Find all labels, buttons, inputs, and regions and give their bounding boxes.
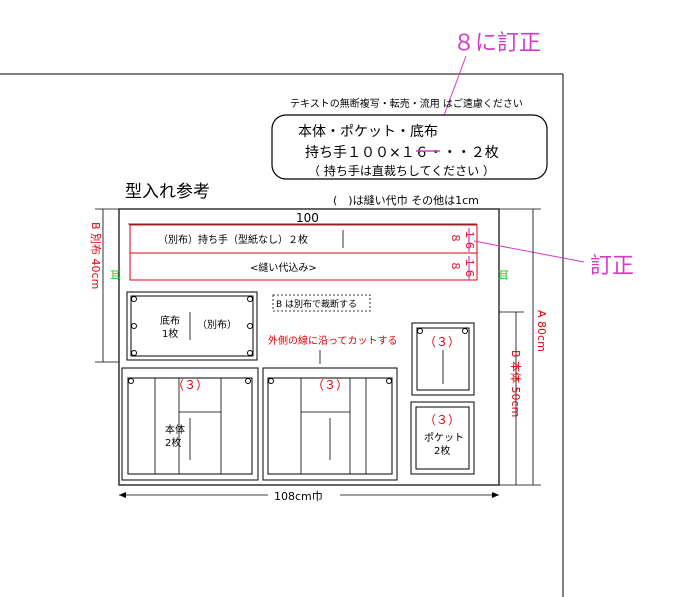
bottom-piece-note: （別布） — [197, 319, 237, 331]
strap-top-label: （別布）持ち手（型紙なし）２枚 — [158, 233, 308, 246]
svg-text:８: ８ — [449, 261, 462, 272]
info-line2: 持ち手１００×１６・・・２枚 — [305, 145, 499, 161]
fabric-outline — [118, 208, 500, 486]
grain-mark-right: 耳 — [498, 269, 509, 282]
cut-note: 外側の線に沿ってカットする — [268, 334, 398, 347]
body-piece-2-outer — [262, 367, 398, 481]
dim-b-label: B 別布 40cm — [89, 222, 102, 289]
diagram-title: 型入れ参考 — [125, 182, 210, 202]
grain-mark-left: 耳 — [110, 269, 121, 282]
body-piece-1-inner — [127, 377, 253, 475]
dim-body-label: B 本体 50cm — [509, 350, 523, 417]
dim-100-label: 100 — [296, 211, 319, 225]
annotation-top: ８に訂正 — [453, 31, 541, 56]
dim-width-label: 108cm巾 — [274, 489, 323, 503]
copyright-notice: テキストの無断複写・転売・流用 はご遠慮ください — [290, 97, 523, 110]
legend: ( )は縫い代巾 その他は1cm — [333, 193, 479, 207]
strap-bottom-label: <縫い代込み> — [250, 261, 317, 274]
dim-a-label: A 80cm — [535, 310, 548, 352]
pocket-piece-2-outer — [410, 401, 475, 475]
body-piece-2-seam: （３） — [312, 378, 348, 392]
body-piece-1-seam: （３） — [172, 378, 208, 392]
b-note-box — [272, 294, 371, 312]
b-note: B は別布で裁断する — [276, 298, 357, 310]
info-line3: （ 持ち手は直裁ちしてください ） — [308, 163, 495, 178]
pocket-piece-1-outer — [411, 322, 475, 396]
pocket-piece-2-inner — [415, 406, 470, 470]
info-box — [271, 114, 548, 180]
strap-piece-bottom — [129, 252, 478, 281]
pocket-piece-1-seam: （３） — [424, 335, 460, 349]
annotation-right-leader — [473, 240, 585, 263]
info-line1: 本体・ポケット・底布 — [298, 124, 438, 140]
body-piece-2-inner — [267, 377, 393, 475]
annotation-right: 訂正 — [590, 254, 634, 279]
strap-top-numbers: ８ １６ — [449, 228, 476, 252]
bottom-piece-outer — [126, 291, 258, 361]
svg-text:８: ８ — [449, 233, 462, 244]
strap-bottom-numbers: ８ １６ — [449, 256, 476, 280]
pocket-piece-2-seam: （３） — [424, 413, 460, 427]
body-piece-1-outer — [121, 367, 259, 481]
pocket-piece-1-inner — [416, 327, 470, 391]
